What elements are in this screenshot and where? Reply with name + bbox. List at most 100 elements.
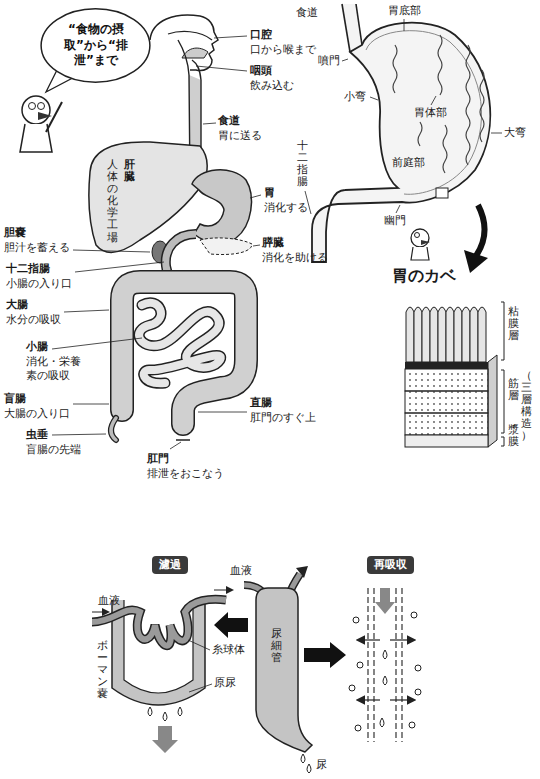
part-label: 胃に送る <box>218 129 262 143</box>
leader-line <box>73 250 150 252</box>
leader-line <box>203 123 216 124</box>
small-intestine <box>139 303 221 384</box>
part-label: 糸球体 <box>212 643 245 657</box>
rugae <box>438 35 442 95</box>
leader-line <box>198 412 247 413</box>
drop <box>307 764 311 773</box>
leader-line <box>196 66 247 71</box>
appendix-outline <box>111 418 116 440</box>
muscle-layer <box>405 413 488 435</box>
part-label: 小弯 <box>344 90 366 104</box>
part-label: 食道 <box>296 6 318 20</box>
zoom-arrow <box>304 642 346 668</box>
tubule-wall <box>373 588 374 742</box>
villus <box>422 307 430 362</box>
part-label: 胃底部 <box>388 4 421 18</box>
part-label: 盲腸の先端 <box>26 443 81 457</box>
reabsorb-arrow <box>358 639 380 640</box>
tubule-wall <box>395 588 396 742</box>
part-label: 尿 <box>316 758 327 772</box>
organ-name: 直腸 <box>250 396 272 410</box>
drop <box>178 707 182 716</box>
organ-name: 肛門 <box>147 452 169 466</box>
reabsorb-arrow <box>390 699 414 700</box>
leader-line <box>188 640 210 650</box>
vertical-label: （三層構造） <box>521 370 532 443</box>
muscularis-mucosae <box>405 362 488 369</box>
leader-line <box>64 310 109 312</box>
teacher-head <box>22 96 50 124</box>
drop <box>301 754 305 763</box>
leader-line <box>75 262 164 272</box>
leader-line <box>73 404 109 405</box>
zoom-arrow <box>214 612 248 638</box>
rugae <box>480 70 484 142</box>
vertical-label: ボーマン嚢 <box>97 640 108 700</box>
organ-name: 小腸 <box>26 340 48 354</box>
tubule-wall <box>367 588 368 742</box>
leader-line <box>370 97 378 100</box>
rugae <box>466 45 470 165</box>
villus <box>454 307 462 362</box>
drop <box>163 712 167 721</box>
leader-line <box>342 59 348 61</box>
molecule <box>411 612 417 618</box>
leader-line <box>189 684 212 692</box>
large-intestine-outline <box>122 282 246 424</box>
flow-arrowhead <box>296 566 308 578</box>
part-label: 原尿 <box>214 676 236 690</box>
part-label: 胃体部 <box>414 106 447 120</box>
vertical-label: 粘膜層 <box>508 306 519 342</box>
organ-name: 大腸 <box>6 298 28 312</box>
zoom-arrowhead <box>464 250 488 273</box>
leader-line <box>253 245 260 246</box>
flow-arrow <box>214 590 232 591</box>
molecule <box>355 725 361 731</box>
mucosa-ground <box>405 300 488 362</box>
part-label: 大腸の入り口 <box>4 407 70 421</box>
villus <box>446 307 454 362</box>
leader-line <box>396 205 400 213</box>
bracket <box>501 437 504 446</box>
esophagus-wall <box>342 4 350 52</box>
part-label: 消化を助ける <box>262 251 328 265</box>
drop <box>148 707 152 716</box>
molecule <box>353 617 359 623</box>
teacher-head <box>411 229 429 247</box>
part-label: 口から喉まで <box>250 43 316 57</box>
pancreas <box>200 238 252 255</box>
head-profile <box>150 15 218 71</box>
part-label: 消化・栄養素の吸収 <box>26 355 84 384</box>
vertical-label: 人体の化学工場 <box>107 159 118 244</box>
reabsorb-arrow <box>358 699 380 700</box>
node-text: “食物の摂取”から“排泄”まで <box>60 22 132 69</box>
teacher-glasses <box>29 103 36 110</box>
stomach-outline <box>312 23 490 262</box>
leader-line <box>214 36 247 38</box>
organ-name: 十二指腸 <box>6 262 50 276</box>
organ-name: 盲腸 <box>4 392 26 406</box>
small-intestine-outline <box>139 303 221 384</box>
flow-arrow <box>375 588 395 614</box>
flow-arrow <box>92 612 108 613</box>
villus <box>414 307 422 362</box>
teacher-beak <box>38 112 52 120</box>
organ-name: 虫垂 <box>26 428 48 442</box>
node-text: 濾過 <box>159 558 181 572</box>
teacher-body <box>411 247 429 260</box>
teacher-pointer <box>46 102 62 132</box>
molecule <box>357 662 363 668</box>
vertical-label: 漿膜 <box>508 424 519 448</box>
zoom-arrow <box>476 205 485 256</box>
molecule <box>409 722 415 728</box>
leader-line <box>52 434 106 435</box>
part-label: 胆汁を蓄える <box>4 241 70 255</box>
villus <box>406 307 414 362</box>
molecule <box>415 665 421 671</box>
part-label: 血液 <box>230 564 252 578</box>
stomach <box>192 170 251 243</box>
renal-tubule <box>256 588 312 752</box>
vertical-organ-name: 肝臓 <box>124 159 135 183</box>
villus <box>438 307 446 362</box>
